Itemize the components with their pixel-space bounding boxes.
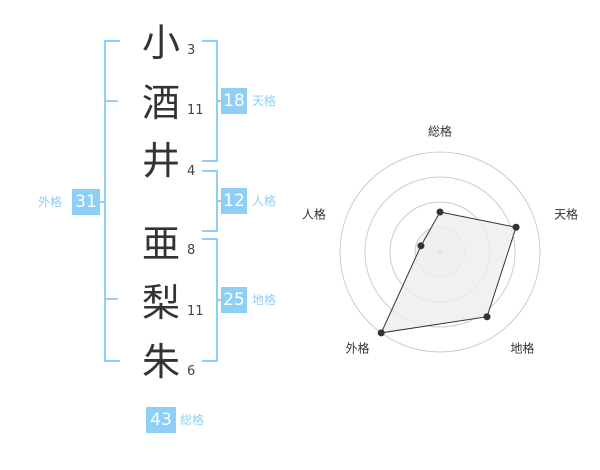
bracket-tick	[104, 100, 118, 102]
stroke-count: 11	[187, 304, 204, 319]
name-char: 井	[141, 139, 180, 183]
soukaku-value: 43	[146, 407, 176, 433]
name-char: 亜	[141, 222, 180, 266]
radar-axis-label: 人格	[302, 206, 326, 221]
stroke-count: 3	[187, 43, 196, 58]
soukaku-label: 総格	[180, 413, 205, 427]
bracket-tick	[104, 298, 118, 300]
bracket-connector	[216, 200, 222, 202]
tenkaku-label: 天格	[252, 94, 277, 108]
radar-axis-label: 総格	[428, 124, 452, 139]
chikaku-label: 地格	[252, 293, 277, 307]
jinkaku-value: 12	[221, 188, 247, 214]
gaikaku-value: 31	[72, 189, 100, 215]
jinkaku-label: 人格	[252, 194, 277, 208]
bracket-connector	[216, 299, 222, 301]
gaikaku-bracket	[104, 40, 120, 362]
gaikaku-label: 外格	[38, 195, 63, 209]
name-char: 酒	[141, 81, 180, 125]
radar-axis-label: 天格	[554, 206, 578, 221]
radar-ring	[364, 176, 516, 328]
radar-ring	[339, 151, 541, 353]
radar-point	[417, 242, 425, 250]
bracket-connector	[216, 100, 222, 102]
radar-axis-label: 外格	[345, 341, 369, 356]
stroke-count: 4	[187, 164, 196, 179]
radar-point	[436, 208, 444, 216]
name-column: 小 酒 井 亜 梨 朱 3 11 4 8 11 6 外格 31 18 天格 12…	[38, 21, 277, 433]
radar-point	[483, 313, 491, 321]
radar-axis-label: 地格	[511, 341, 535, 356]
name-char: 小	[141, 21, 180, 65]
radar-point	[377, 329, 385, 337]
radar-area	[380, 211, 517, 334]
chikaku-value: 25	[221, 287, 247, 313]
stroke-count: 8	[187, 243, 196, 258]
stroke-count: 6	[187, 364, 196, 379]
radar-point	[512, 223, 520, 231]
name-char: 朱	[141, 340, 180, 384]
name-char: 梨	[141, 281, 180, 325]
tenkaku-value: 18	[221, 88, 247, 114]
radar-points	[377, 208, 520, 337]
stroke-count: 11	[187, 103, 204, 118]
